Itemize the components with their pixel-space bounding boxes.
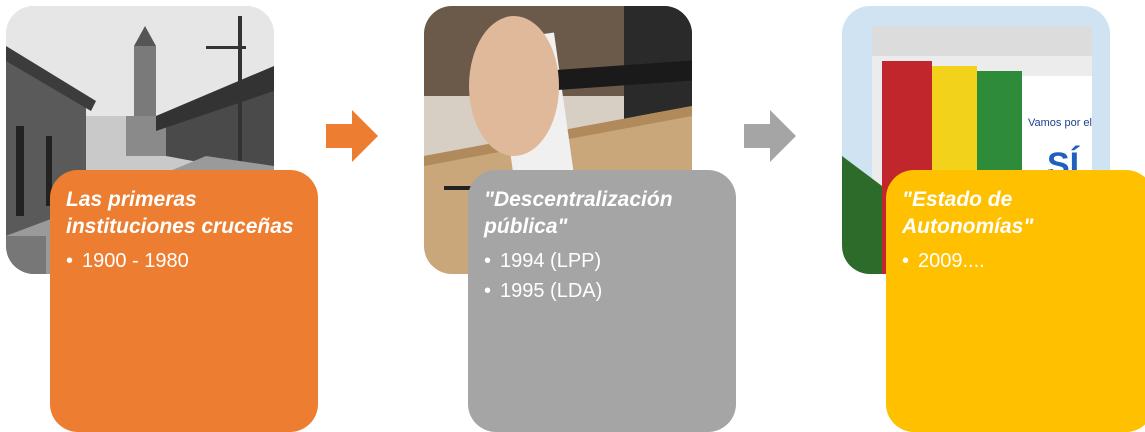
stage-item-list: 1900 - 1980 xyxy=(66,246,300,276)
stage-list-item: 1995 (LDA) xyxy=(484,276,718,306)
stage-title: "Estado de Autonomías" xyxy=(902,188,1034,238)
stage-card: "Estado de Autonomías" 2009.... xyxy=(886,170,1145,432)
stage-card: "Descentralización pública" 1994 (LPP) 1… xyxy=(468,170,736,432)
stage-title: Las primeras instituciones cruceñas xyxy=(66,188,294,238)
right-arrow-icon xyxy=(744,110,796,162)
stage-list-item: 1994 (LPP) xyxy=(484,246,718,276)
stage-item-list: 2009.... xyxy=(902,246,1136,276)
stage-card: Las primeras instituciones cruceñas 1900… xyxy=(50,170,318,432)
timeline-stage-3: Vamos por el SÍ "Estado de Autonomías" 2… xyxy=(836,0,1145,432)
stage-item-list: 1994 (LPP) 1995 (LDA) xyxy=(484,246,718,306)
right-arrow-icon xyxy=(326,110,378,162)
banner-text: Vamos por el xyxy=(1028,117,1092,129)
stage-list-item: 2009.... xyxy=(902,246,1136,276)
stage-title: "Descentralización pública" xyxy=(484,188,673,238)
timeline-stage-1: Las primeras instituciones cruceñas 1900… xyxy=(0,0,330,432)
timeline-stage-2: "Descentralización pública" 1994 (LPP) 1… xyxy=(418,0,748,432)
stage-list-item: 1900 - 1980 xyxy=(66,246,300,276)
